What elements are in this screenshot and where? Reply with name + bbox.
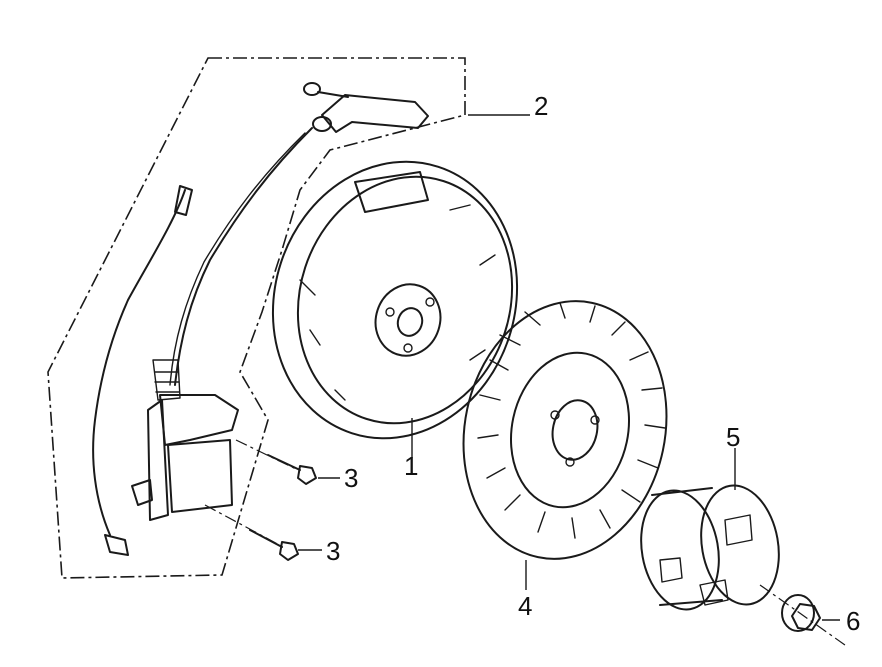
coil-bolt-lower	[204, 504, 299, 561]
callout-2: 2	[534, 91, 548, 121]
coil-bolt-upper	[235, 439, 317, 485]
cooling-fan	[462, 300, 668, 560]
callout-3-upper: 3	[344, 463, 358, 493]
callout-4: 4	[518, 591, 532, 621]
callout-5: 5	[726, 422, 740, 452]
callout-3-lower: 3	[326, 536, 340, 566]
stop-switch-wire	[92, 189, 186, 536]
spark-plug-cap	[303, 82, 429, 133]
flywheel	[271, 160, 519, 440]
callout-6: 6	[846, 606, 860, 636]
callout-1: 1	[404, 451, 418, 481]
flange-nut	[759, 584, 846, 646]
high-tension-lead	[174, 127, 313, 386]
ignition-coil	[131, 359, 239, 521]
wire-terminal-bottom	[104, 534, 129, 556]
ignition-group-boundary	[47, 57, 466, 579]
starter-cup	[640, 484, 780, 611]
wire-connector-top	[174, 185, 193, 216]
